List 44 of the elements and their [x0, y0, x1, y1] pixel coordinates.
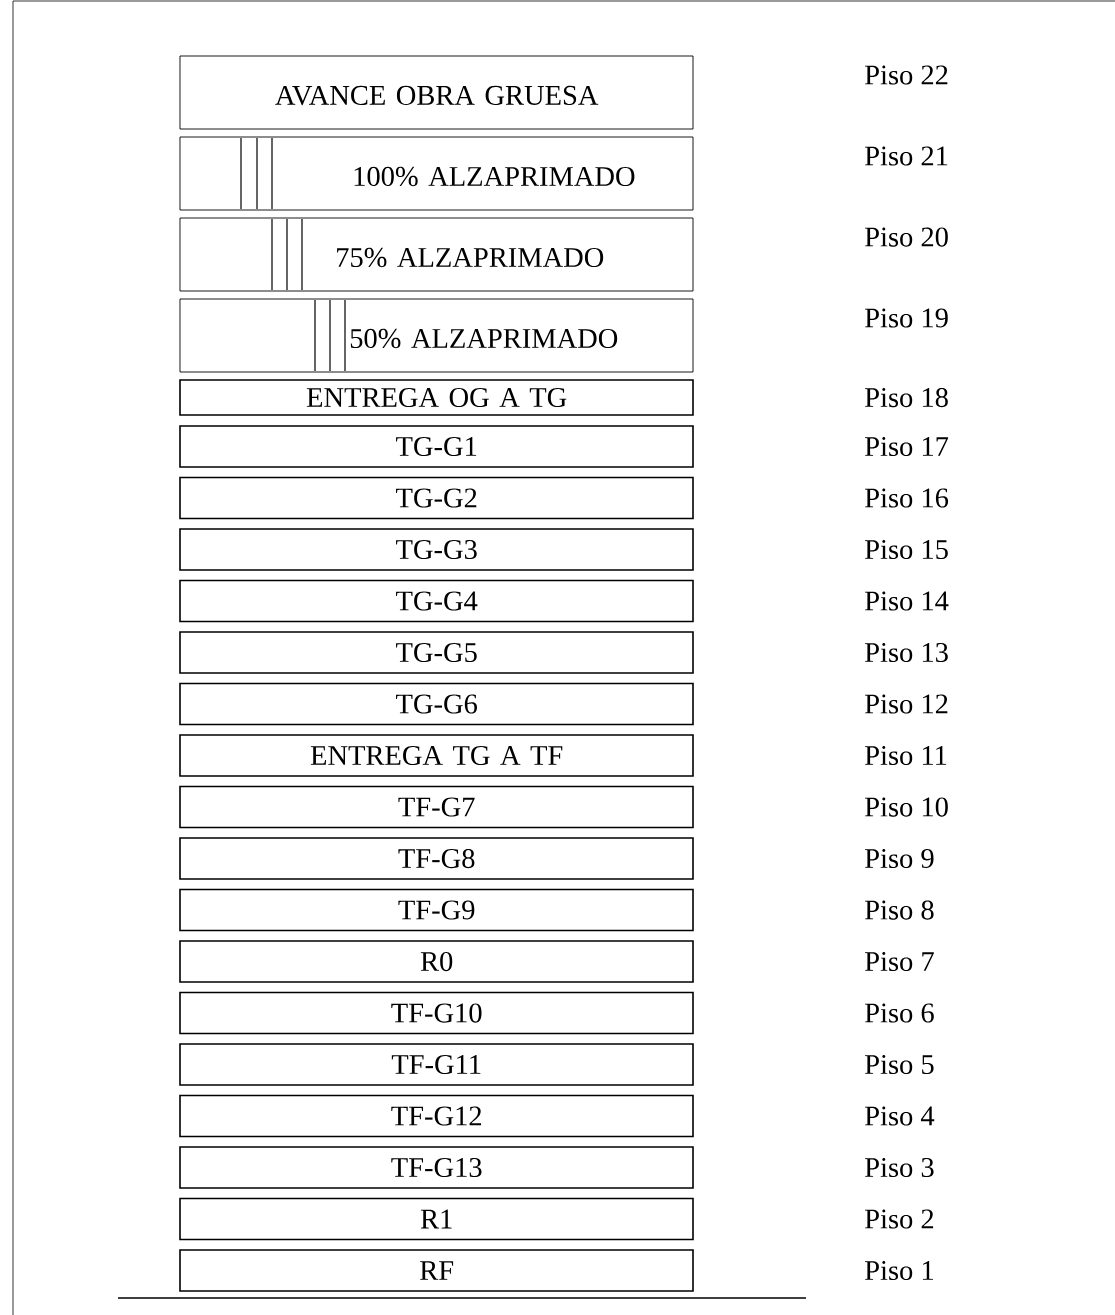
floor-label: Piso 19: [865, 308, 948, 328]
floor-label: Piso 14: [865, 591, 949, 611]
floor-label: Piso 21: [865, 146, 948, 166]
floor-label: Piso 16: [865, 488, 949, 508]
floor-label: Piso 15: [865, 539, 948, 560]
floor-label: Piso 20: [865, 227, 948, 247]
floor-box: TF-G9: [179, 888, 694, 932]
floor-box: R0: [179, 940, 694, 983]
floor-box: TF-G10: [179, 991, 694, 1035]
floor-box: 75% ALZAPRIMADO: [179, 217, 694, 292]
floor-label: Piso 2: [865, 1209, 934, 1229]
floor-label: Piso 9: [865, 848, 934, 869]
floor-label: Piso 8: [865, 900, 934, 920]
floor-label: Piso 6: [865, 1003, 934, 1023]
floor-label: Piso 3: [865, 1157, 934, 1178]
floor-box: AVANCE OBRA GRUESA: [179, 55, 694, 130]
floor-box: TG-G2: [179, 476, 694, 520]
floor-box: TG-G5: [179, 631, 694, 674]
floor-label: Piso 17: [865, 436, 949, 457]
floor-box: TG-G4: [179, 579, 694, 623]
floor-box: ENTREGA TG A TF: [179, 734, 694, 777]
floor-label: Piso 12: [865, 694, 948, 714]
floor-box: TF-G7: [179, 785, 694, 829]
floor-box: R1: [179, 1197, 694, 1241]
floor-box: TF-G11: [179, 1043, 694, 1086]
floor-box: RF: [179, 1249, 694, 1292]
floor-label: Piso 5: [865, 1054, 934, 1075]
floor-label: Piso 7: [865, 951, 934, 972]
floor-label: Piso 4: [865, 1106, 935, 1126]
floor-box: TG-G3: [179, 528, 694, 571]
floor-box: TG-G6: [179, 682, 694, 726]
floor-label: Piso 11: [865, 745, 947, 766]
floor-label: Piso 1: [865, 1260, 933, 1281]
floor-box: TF-G8: [179, 837, 694, 880]
floor-box: TG-G1: [179, 425, 694, 468]
floor-box: 100% ALZAPRIMADO: [179, 136, 694, 211]
floor-label: Piso 18: [865, 387, 948, 408]
floor-box: ENTREGA OG A TG: [179, 379, 694, 416]
floor-label: Piso 10: [865, 797, 948, 817]
floor-box: 50% ALZAPRIMADO: [179, 298, 694, 373]
floor-box: TF-G12: [179, 1094, 694, 1138]
floor-box: TF-G13: [179, 1146, 694, 1189]
floor-label: Piso 13: [865, 642, 948, 663]
floor-label: Piso 22: [865, 65, 948, 85]
